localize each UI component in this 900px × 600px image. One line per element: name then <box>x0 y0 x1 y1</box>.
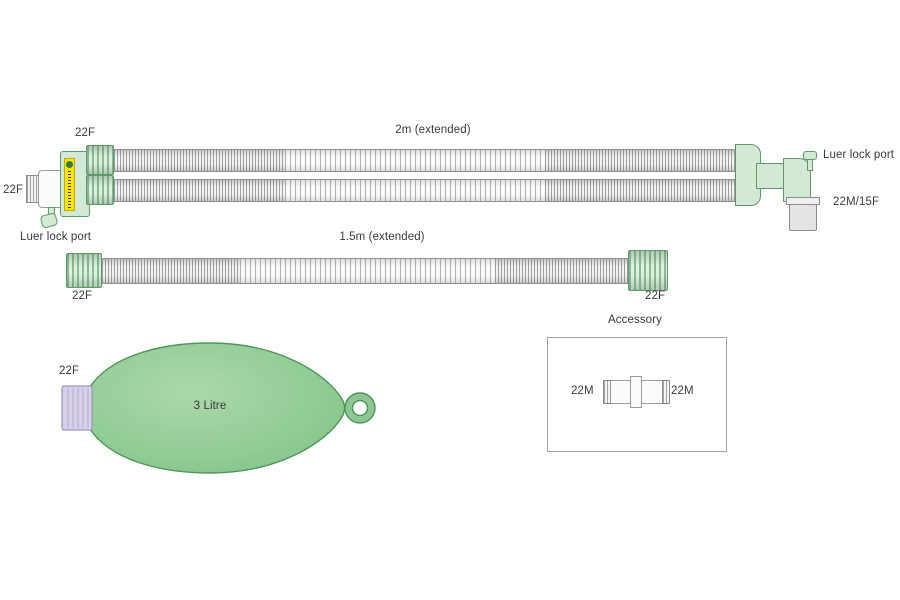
upper-limb-tube-segment-compressed-left <box>114 149 285 172</box>
brand-label-microtext <box>68 171 71 208</box>
top-circuit-left-connector-label: 22F <box>75 127 96 139</box>
bag-volume-label: 3 Litre <box>193 400 227 412</box>
single-limb-right-cuff <box>628 250 668 291</box>
single-limb-right-connector-label: 22F <box>645 290 666 302</box>
top-circuit-length-label: 2m (extended) <box>395 124 471 136</box>
y-piece-elbow-body <box>38 170 64 208</box>
lower-limb-tube-segment-compressed-right <box>545 179 737 202</box>
patient-port-label: 22F <box>3 184 24 196</box>
tube-cuff-top-left <box>86 145 114 175</box>
single-limb-length-label: 1.5m (extended) <box>339 231 425 243</box>
luer-port-stem-right <box>807 159 813 171</box>
accessory-right-connector-label: 22M <box>671 385 694 397</box>
luer-port-cap-left <box>39 212 59 229</box>
accessory-title: Accessory <box>608 314 662 326</box>
accessory-left-connector-label: 22M <box>571 385 594 397</box>
single-limb-tube-segment-extended <box>240 258 495 284</box>
lower-limb-tube-segment-compressed-left <box>114 179 285 202</box>
tube-cuff-bottom-left <box>86 175 114 205</box>
machine-connector-label: 22M/15F <box>833 196 880 208</box>
brand-logo-dot <box>66 161 73 168</box>
breathing-bag-graphic <box>58 337 388 479</box>
single-limb-left-cuff <box>66 253 102 288</box>
accessory-connector-barrel-left <box>610 380 632 404</box>
machine-connector-body <box>789 204 817 231</box>
upper-limb-tube-segment-compressed-right <box>545 149 737 172</box>
elbow-connector-body <box>783 158 811 202</box>
single-limb-tube-segment-compressed-left <box>102 258 240 284</box>
luer-lock-label-left: Luer lock port <box>20 231 92 243</box>
accessory-connector-ribs-right <box>662 380 670 404</box>
upper-limb-tube-segment-extended <box>285 149 545 172</box>
single-limb-tube-segment-compressed-right <box>495 258 628 284</box>
lower-limb-tube-segment-extended <box>285 179 545 202</box>
accessory-connector-barrel-right <box>641 380 663 404</box>
luer-lock-label-right: Luer lock port <box>823 149 895 161</box>
single-limb-left-connector-label: 22F <box>72 290 93 302</box>
bag-connector-label: 22F <box>59 365 80 377</box>
